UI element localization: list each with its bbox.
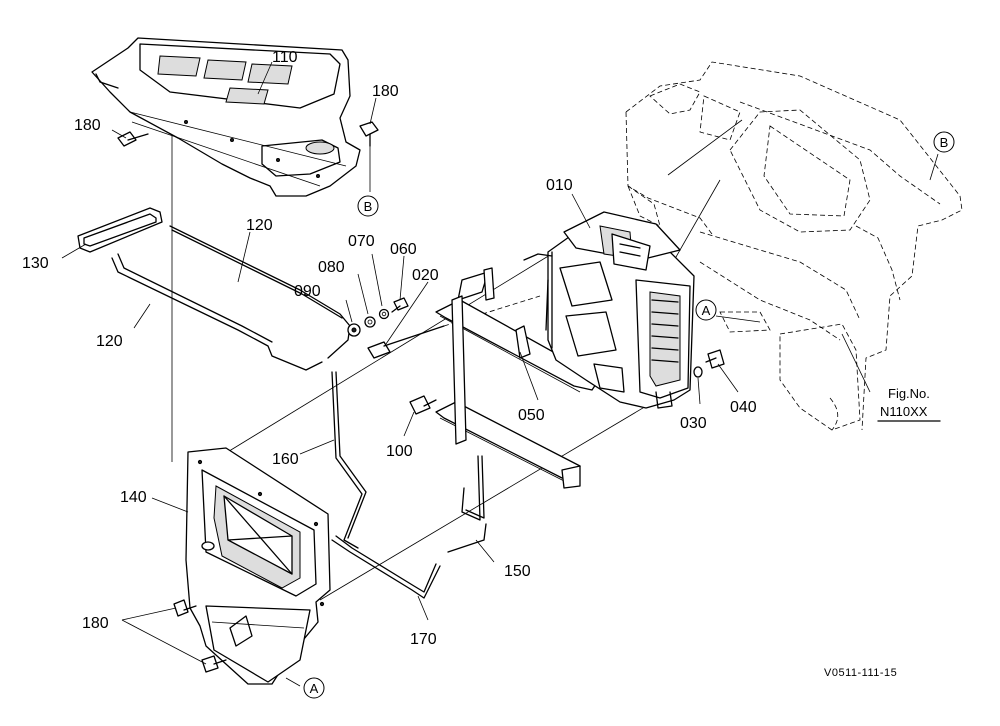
svg-text:A: A: [310, 681, 319, 696]
callout-060: 060: [390, 241, 417, 258]
svg-text:B: B: [940, 135, 949, 150]
callout-080: 080: [318, 259, 345, 276]
part-160-rod: [331, 371, 367, 549]
marker-b-top: B: [357, 195, 379, 217]
part-090-nut: [347, 323, 361, 337]
leader-lines: [61, 61, 939, 687]
part-140-lower-panel: [185, 447, 331, 685]
part-050-strap-right: [483, 267, 531, 359]
callout-130: 130: [22, 255, 49, 272]
callout-050: 050: [518, 407, 545, 424]
callout-180-top: 180: [372, 83, 399, 100]
bolt-180-lower-a: [173, 599, 197, 617]
svg-text:A: A: [702, 303, 711, 318]
callout-030: 030: [680, 415, 707, 432]
part-010-hvac-unit: [523, 211, 695, 409]
part-150-rod: [447, 455, 487, 553]
part-030-washer: [693, 366, 703, 378]
callout-170: 170: [410, 631, 437, 648]
callout-120-lower: 120: [96, 333, 123, 350]
callout-150: 150: [504, 563, 531, 580]
part-080-washer: [364, 316, 376, 328]
figref-line2: N110XX: [880, 404, 928, 419]
bolt-180-left: [117, 131, 149, 147]
figref-line1: Fig.No.: [888, 386, 930, 401]
marker-b-right: B: [933, 131, 955, 153]
part-050-strap-left: [451, 295, 467, 445]
callout-040: 040: [730, 399, 757, 416]
callout-160: 160: [272, 451, 299, 468]
part-020-sensor: [367, 295, 541, 359]
marker-a-right: A: [695, 299, 717, 321]
drawing-code: V0511-111-15: [824, 667, 897, 679]
part-060-bolt: [391, 297, 409, 313]
bolt-180-right: [359, 121, 379, 147]
marker-a-bottom: A: [303, 677, 325, 699]
callout-110: 110: [272, 49, 298, 66]
part-040-bolt: [705, 349, 725, 369]
part-100-bolt: [409, 395, 437, 415]
callout-120-upper: 120: [246, 217, 273, 234]
svg-text:B: B: [364, 199, 373, 214]
callout-020: 020: [412, 267, 439, 284]
callout-labels: 110 180 180 120 130 120 070 060 080 020 …: [22, 49, 757, 648]
cab-frame: [625, 61, 963, 431]
part-120-rod-lower: [111, 253, 323, 371]
bolt-180-lower-b: [201, 655, 227, 673]
part-110-upper-duct: [91, 37, 361, 197]
callout-070: 070: [348, 233, 375, 250]
callout-180-left: 180: [74, 117, 101, 134]
callout-010: 010: [546, 177, 573, 194]
part-170-rod: [331, 535, 441, 599]
callout-090: 090: [294, 283, 321, 300]
callout-180-lower: 180: [82, 615, 109, 632]
callout-140: 140: [120, 489, 147, 506]
part-120-rod-upper: [169, 225, 351, 359]
callout-100: 100: [386, 443, 413, 460]
figure-reference: Fig.No. N110XX: [877, 386, 941, 422]
part-070-washer: [378, 308, 390, 320]
part-130-seal: [77, 207, 163, 253]
